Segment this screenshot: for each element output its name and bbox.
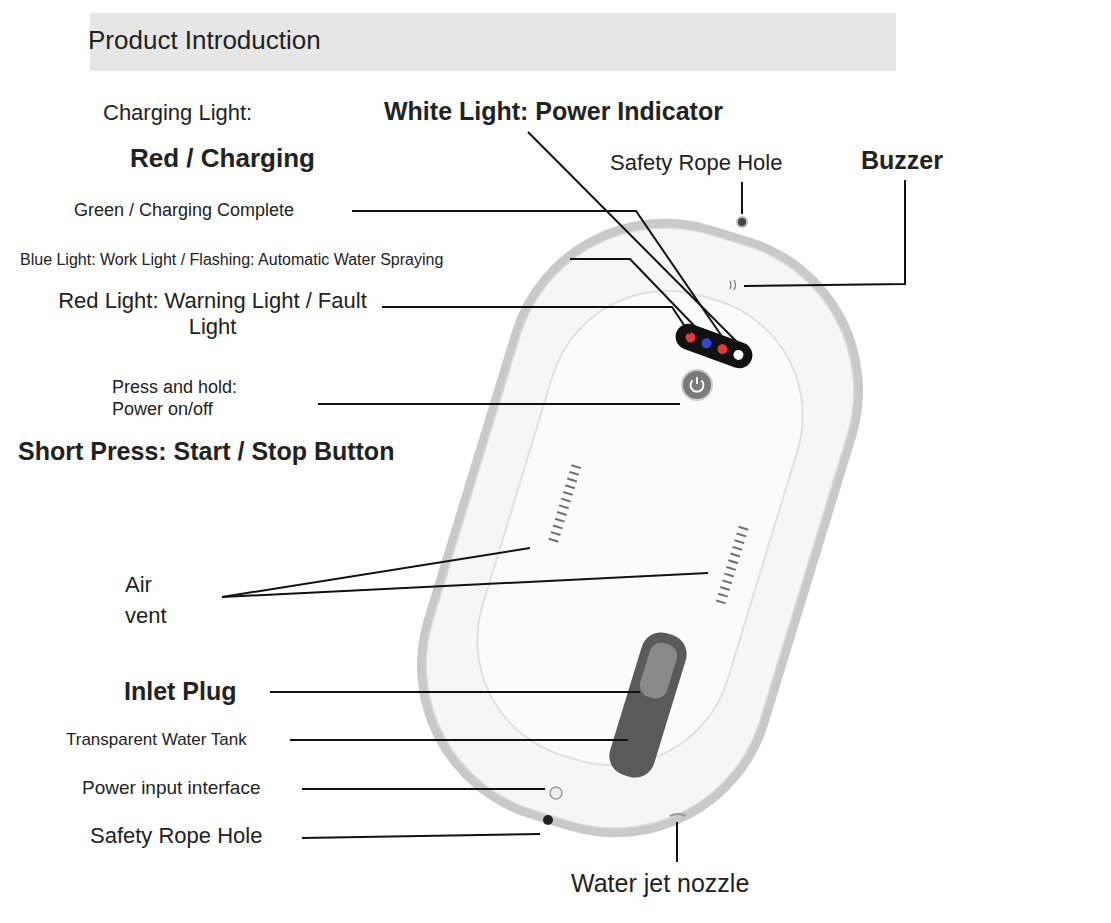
- callout-label: Inlet Plug: [124, 676, 237, 706]
- light-strip: [672, 320, 756, 372]
- callout-label: Blue Light: Work Light / Flashing: Autom…: [20, 250, 443, 269]
- leader-line: [302, 834, 540, 838]
- robot-body: [377, 179, 903, 877]
- callout-label: Press and hold: Power on/off: [112, 377, 277, 420]
- body-rim: [377, 179, 903, 877]
- leader-line: [676, 822, 678, 862]
- title-text: Product Introduction: [88, 25, 321, 56]
- leader-line: [270, 691, 640, 693]
- callout-label: Transparent Water Tank: [66, 730, 247, 750]
- leader-line: [222, 573, 708, 597]
- leader-line: [352, 211, 723, 338]
- callout-label: Water jet nozzle: [571, 868, 749, 898]
- buzzer-symbol: [730, 280, 736, 290]
- callout-label: Buzzer: [861, 145, 943, 175]
- callout-label: Power input interface: [82, 777, 261, 800]
- inlet-plug: [637, 640, 680, 702]
- callout-label: Safety Rope Hole: [610, 150, 782, 176]
- power-input-port: [550, 787, 562, 799]
- air-vent-right: [716, 527, 748, 604]
- air-vent-left: [549, 465, 581, 542]
- callout-label: Safety Rope Hole: [90, 823, 262, 849]
- callout-label: Short Press: Start / Stop Button: [18, 436, 394, 466]
- leader-line: [382, 307, 690, 334]
- body-shell: [388, 190, 891, 866]
- leader-line: [290, 739, 628, 741]
- callout-label: White Light: Power Indicator: [384, 96, 723, 126]
- water-tank: [604, 628, 691, 783]
- leader-line: [741, 182, 743, 214]
- callout-label: Air vent: [125, 570, 195, 632]
- callout-label: Green / Charging Complete: [74, 200, 294, 222]
- callout-label: Red / Charging: [130, 143, 315, 174]
- leader-line: [318, 403, 680, 405]
- water-nozzle: [670, 814, 686, 816]
- rope-hole-bottom: [543, 815, 553, 825]
- rope-hole-top: [737, 217, 747, 227]
- power-button: [682, 370, 712, 400]
- leader-line: [744, 180, 905, 286]
- callout-label: Charging Light:: [103, 100, 252, 126]
- body-panel: [447, 261, 832, 795]
- callout-label: Red Light: Warning Light / Fault Light: [55, 288, 370, 341]
- leader-line: [302, 788, 545, 790]
